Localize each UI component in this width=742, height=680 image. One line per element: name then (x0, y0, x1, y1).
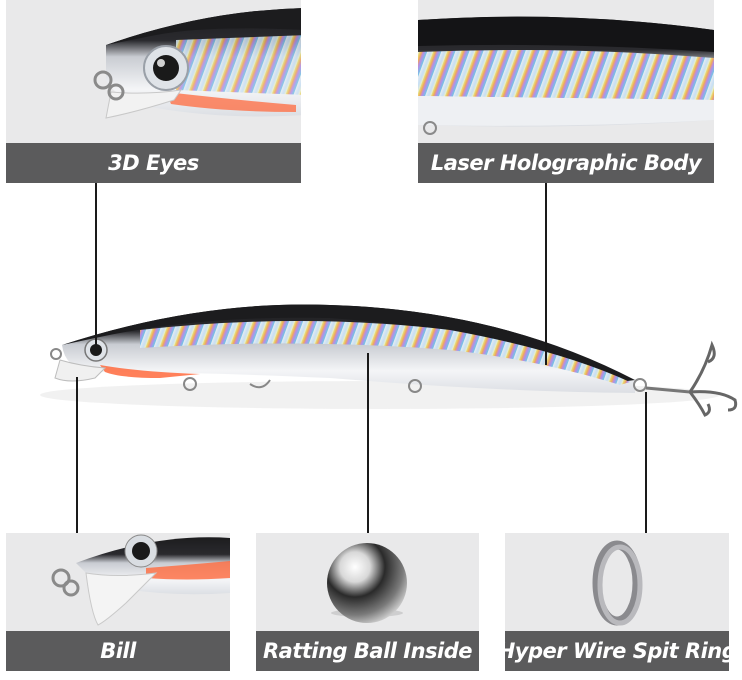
feature-panel-ball: Ratting Ball Inside (256, 533, 479, 671)
leader-line-body (545, 183, 547, 365)
feature-label-eyes: 3D Eyes (6, 143, 301, 183)
steel-ball-image (327, 543, 407, 623)
feature-label-body: Laser Holographic Body (418, 143, 714, 183)
feature-label-ring: Hyper Wire Spit Ring (505, 631, 729, 671)
feature-label-ball: Ratting Ball Inside (256, 631, 479, 671)
bill-closeup-image (51, 534, 230, 626)
feature-panel-ring: Hyper Wire Spit Ring (505, 533, 729, 671)
leader-line-bill (76, 377, 78, 533)
feature-panel-bill: Bill (6, 533, 230, 671)
leader-line-ball (367, 353, 369, 533)
feature-panel-eyes: 3D Eyes (6, 0, 301, 183)
feature-label-bill: Bill (6, 631, 230, 671)
eye-closeup-image (93, 8, 301, 119)
feature-panel-body: Laser Holographic Body (418, 0, 714, 183)
leader-line-eyes (95, 183, 97, 349)
split-ring-image (592, 540, 643, 626)
body-closeup-image (418, 16, 714, 135)
leader-line-ring (645, 392, 647, 533)
